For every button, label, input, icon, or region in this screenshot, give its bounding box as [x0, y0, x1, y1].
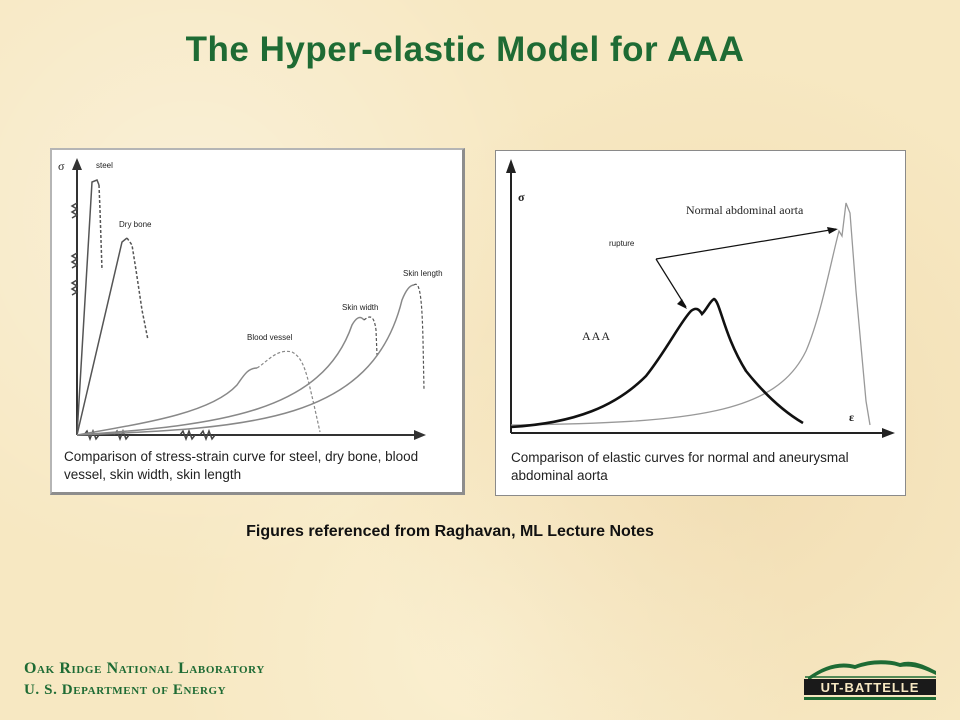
org-name: Oak Ridge National Laboratory	[24, 660, 265, 678]
left-figure-caption: Comparison of stress-strain curve for st…	[64, 449, 419, 482]
ut-battelle-logo: UT-BATTELLE	[804, 660, 936, 700]
axis-break-mark	[179, 428, 196, 442]
axis-break-mark	[70, 202, 79, 219]
skin-width-curve	[76, 316, 365, 436]
label-dry-bone: Dry bone	[119, 220, 152, 229]
right-figure-caption: Comparison of elastic curves for normal …	[511, 450, 849, 483]
x-axis-symbol: ε	[849, 410, 854, 424]
steel-curve	[76, 179, 100, 436]
steel-curve-dashed	[98, 184, 103, 271]
rupture-arrowhead-aaa	[677, 299, 687, 309]
figure-reference: Figures referenced from Raghavan, ML Lec…	[246, 523, 654, 540]
org-line2: U. S. Department of Energy	[24, 682, 227, 698]
stress-strain-diagram: σ steel Dry bone Blood vessel Skin width…	[58, 158, 443, 442]
aaa-elastic-diagram: σ ε Normal abdominal aorta AAA rupture	[506, 159, 895, 438]
dry-bone-curve-dashed	[126, 237, 149, 341]
blood-vessel-curve	[76, 367, 258, 436]
axis-break-mark	[199, 428, 216, 442]
org-department: U. S. Department of Energy	[24, 682, 226, 699]
label-skin-length: Skin length	[403, 269, 443, 278]
label-aaa: AAA	[582, 329, 611, 343]
rupture-arrowhead-normal	[827, 227, 838, 234]
x-axis-arrow	[882, 428, 895, 438]
slide-title: The Hyper-elastic Model for AAA	[185, 30, 745, 69]
label-blood-vessel: Blood vessel	[247, 333, 293, 342]
axis-break-mark	[70, 252, 79, 269]
y-axis-symbol: σ	[518, 190, 525, 204]
y-axis-arrow	[506, 159, 516, 173]
axis-break-mark	[70, 279, 79, 296]
x-axis-arrow	[414, 430, 426, 440]
y-axis-symbol: σ	[58, 159, 65, 173]
skin-length-curve-dashed	[413, 283, 425, 391]
label-normal-aorta: Normal abdominal aorta	[686, 203, 804, 217]
rupture-arrow-aaa	[655, 258, 687, 308]
skin-length-curve	[76, 284, 415, 436]
aaa-curve	[510, 297, 804, 429]
rupture-arrow-normal	[655, 228, 837, 260]
svg-text:UT-BATTELLE: UT-BATTELLE	[821, 680, 920, 695]
label-steel: steel	[96, 161, 113, 170]
y-axis-arrow	[72, 158, 82, 170]
label-skin-width: Skin width	[342, 303, 378, 312]
normal-aorta-curve	[510, 202, 871, 426]
blood-vessel-curve-dashed	[256, 350, 321, 433]
aaa-elastic-figure: σ ε Normal abdominal aorta AAA rupture C…	[495, 150, 906, 496]
label-rupture: rupture	[609, 239, 635, 248]
stress-strain-figure: σ steel Dry bone Blood vessel Skin width…	[50, 148, 465, 495]
org-line1: Oak Ridge National Laboratory	[24, 660, 265, 677]
skin-width-curve-dashed	[363, 316, 378, 356]
dry-bone-curve	[76, 237, 128, 436]
